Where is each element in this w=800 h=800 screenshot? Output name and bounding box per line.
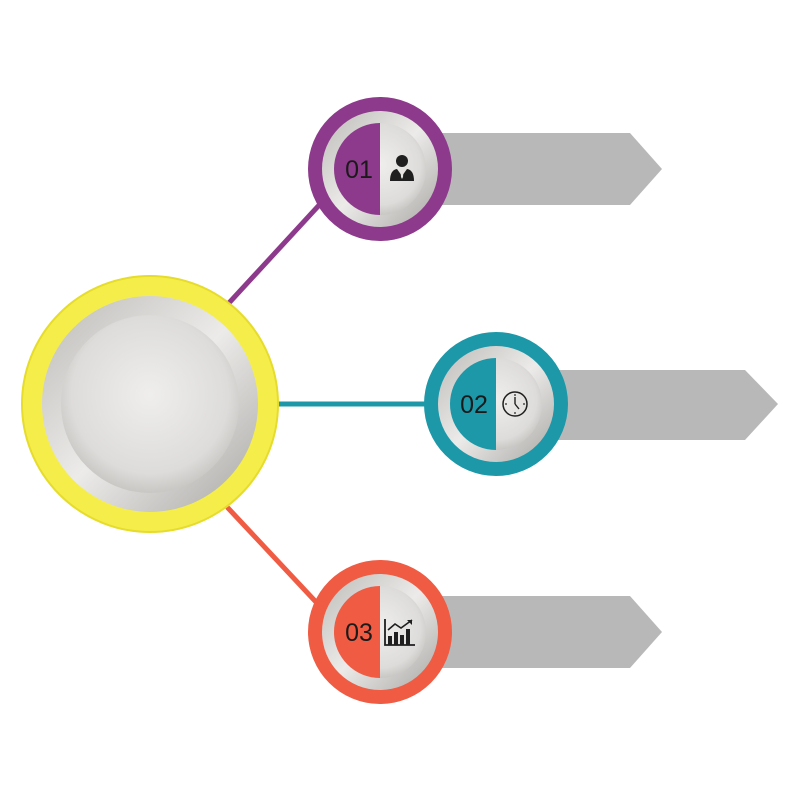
hub-face (61, 315, 239, 493)
step-half-02 (450, 358, 496, 450)
label-tag-02 (540, 370, 778, 440)
connector-line-01 (225, 199, 325, 307)
step-half-01 (334, 123, 380, 215)
step-number-01: 01 (345, 156, 373, 184)
person-icon (390, 155, 414, 181)
step-node-02: 02 (424, 332, 568, 476)
step-number-02: 02 (460, 391, 488, 419)
step-number-03: 03 (345, 619, 373, 647)
step-node-01: 01 (308, 97, 452, 241)
growth-chart-icon (384, 619, 415, 646)
clock-icon (502, 391, 528, 417)
step-half-03 (334, 586, 380, 678)
connector-line-03 (225, 505, 319, 605)
hub-circle (21, 275, 279, 533)
label-tag-03 (420, 596, 662, 668)
step-node-03: 03 (308, 560, 452, 704)
label-tag-01 (420, 133, 662, 205)
